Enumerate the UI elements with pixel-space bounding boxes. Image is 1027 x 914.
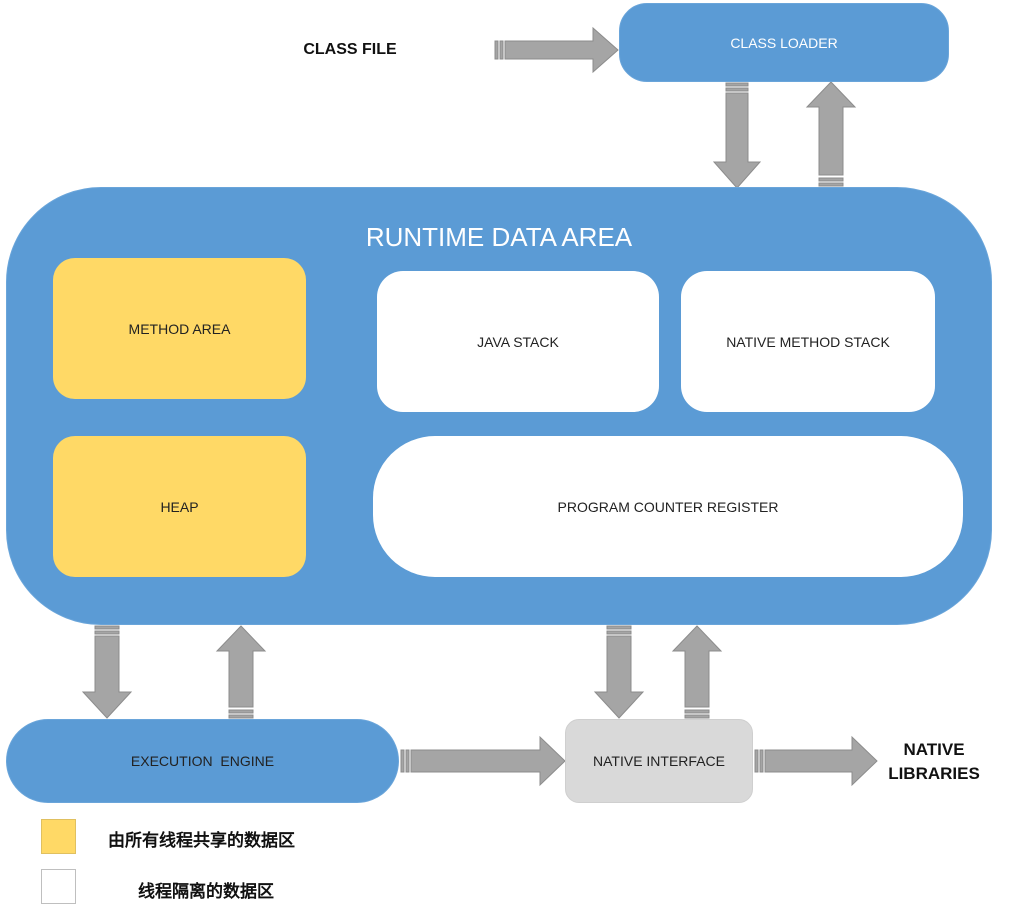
arrow-classfile-to-loader <box>494 26 619 74</box>
native-interface-box[interactable]: NATIVE INTERFACE <box>565 719 753 803</box>
legend-shared-swatch <box>41 819 76 854</box>
heap-label: HEAP <box>160 498 199 515</box>
arrow-loader-to-runtime <box>712 82 762 189</box>
arrow-runtime-to-engine <box>81 625 133 719</box>
heap-box[interactable]: HEAP <box>53 436 306 577</box>
method-area-box[interactable]: METHOD AREA <box>53 258 306 399</box>
native-method-stack-label: NATIVE METHOD STACK <box>726 333 890 350</box>
java-stack-box[interactable]: JAVA STACK <box>377 271 659 412</box>
arrow-engine-to-runtime <box>215 625 267 719</box>
program-counter-register-label: PROGRAM COUNTER REGISTER <box>557 498 779 515</box>
class-loader-label: CLASS LOADER <box>730 34 838 51</box>
method-area-label: METHOD AREA <box>128 320 231 337</box>
execution-engine-box[interactable]: EXECUTION ENGINE <box>6 719 399 803</box>
java-stack-label: JAVA STACK <box>477 333 559 350</box>
legend-shared-label: 由所有线程共享的数据区 <box>108 831 295 851</box>
native-method-stack-box[interactable]: NATIVE METHOD STACK <box>681 271 935 412</box>
native-interface-label: NATIVE INTERFACE <box>593 753 725 769</box>
runtime-title: RUNTIME DATA AREA <box>365 222 633 252</box>
arrow-runtime-to-native-interface <box>593 625 645 719</box>
native-libraries-label: NATIVE LIBRARIES <box>888 740 980 783</box>
arrow-native-interface-to-runtime <box>671 625 723 719</box>
arrow-runtime-to-loader <box>805 81 857 187</box>
class-file-label: CLASS FILE <box>303 41 397 58</box>
class-loader-box[interactable]: CLASS LOADER <box>619 3 949 82</box>
arrow-engine-to-native-interface <box>400 735 566 787</box>
program-counter-register-box[interactable]: PROGRAM COUNTER REGISTER <box>373 436 963 577</box>
execution-engine-label: EXECUTION ENGINE <box>130 753 275 769</box>
legend-isolated-label: 线程隔离的数据区 <box>138 882 274 902</box>
legend-isolated-swatch <box>41 869 76 904</box>
arrow-native-interface-to-libraries <box>754 735 878 787</box>
